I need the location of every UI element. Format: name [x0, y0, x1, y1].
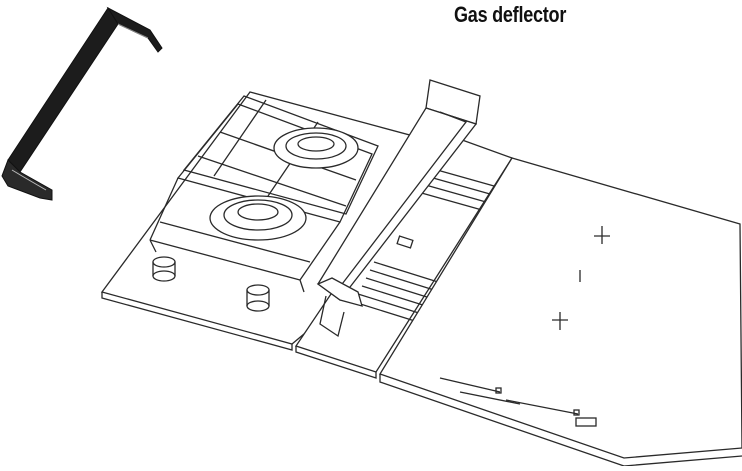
- downdraft-unit: [294, 79, 513, 379]
- gas-deflector-part: [1, 6, 163, 201]
- diagram-title: Gas deflector: [454, 2, 567, 27]
- induction-hob: [379, 157, 742, 467]
